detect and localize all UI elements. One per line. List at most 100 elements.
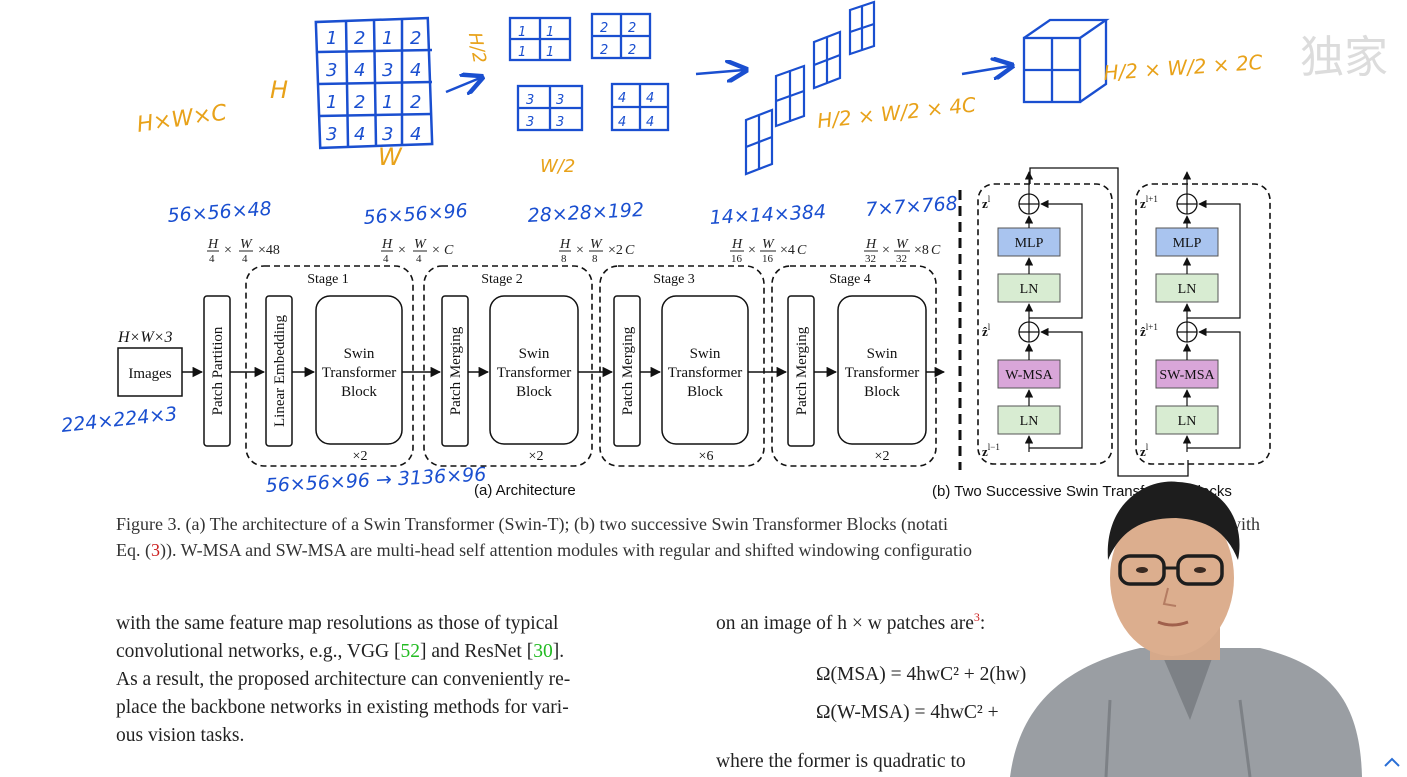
svg-text:×4: ×4 xyxy=(780,243,795,258)
grid-number: 3 xyxy=(326,60,337,81)
svg-text:32: 32 xyxy=(896,253,907,265)
svg-text:×: × xyxy=(882,243,890,258)
block-left-z-bot-label: zl−1 xyxy=(982,442,1000,459)
block-right-ln-box-lower xyxy=(1155,405,1219,435)
grid-number: 1 xyxy=(326,28,337,49)
svg-text:C: C xyxy=(625,243,635,258)
block-right-z-top-label: zl+1 xyxy=(1140,194,1158,211)
scroll-up-icon[interactable] xyxy=(1380,750,1402,772)
block-right-msa-box xyxy=(1155,359,1219,389)
svg-text:H: H xyxy=(731,237,743,252)
grid-number: 4 xyxy=(354,124,365,145)
annotation-h: H xyxy=(270,76,288,104)
equation-msa: Ω(MSA) = 4hwC² + 2(hw) xyxy=(816,664,1026,685)
block-right-mlp-box-label: MLP xyxy=(1173,236,1202,251)
equation-wmsa: Ω(W-MSA) = 4hwC² + xyxy=(816,702,999,723)
svg-text:C: C xyxy=(444,243,454,258)
left-column-text: with the same feature map resolutions as… xyxy=(116,613,570,746)
svg-text:Patch Merging: Patch Merging xyxy=(620,326,636,415)
dims-stage0: 56×56×48 xyxy=(167,198,273,227)
grid-number: 2 xyxy=(354,28,365,49)
svg-text:2: 2 xyxy=(628,21,636,36)
block-right-z-mid-label: ẑl+1 xyxy=(1140,322,1158,339)
svg-text:Swin: Swin xyxy=(690,346,721,362)
svg-text:8: 8 xyxy=(592,253,598,265)
block-left-z-mid-label: ẑl xyxy=(982,322,991,339)
stage1-repeat: ×2 xyxy=(353,449,368,464)
svg-text:Transformer: Transformer xyxy=(668,365,742,381)
presenter-video xyxy=(1010,481,1362,777)
linear-embedding-label: Linear Embedding xyxy=(272,314,288,427)
svg-text:Block: Block xyxy=(687,384,723,400)
block-left-mlp-box-label: MLP xyxy=(1015,236,1044,251)
svg-text:W: W xyxy=(762,237,775,252)
svg-text:×2: ×2 xyxy=(608,243,623,258)
watermark-logo: 独家 xyxy=(1300,32,1388,83)
svg-text:H: H xyxy=(207,237,219,252)
svg-text:1: 1 xyxy=(546,25,554,40)
block-right-frame xyxy=(1135,183,1271,465)
grid-number: 3 xyxy=(382,124,393,145)
annotation-hwc: H×W×C xyxy=(135,100,229,137)
svg-text:×48: ×48 xyxy=(258,243,280,258)
block-left-ln-box-upper xyxy=(997,273,1061,303)
svg-text:with the same feature map reso: with the same feature map resolutions as… xyxy=(116,613,559,634)
caption-line1: Figure 3. (a) The architecture of a Swin… xyxy=(116,514,948,535)
input-dims-label: H×W×3 xyxy=(117,329,172,346)
svg-text:4: 4 xyxy=(416,253,422,265)
stacked-patches xyxy=(744,0,876,176)
svg-text:convolutional networks, e.g.,: convolutional networks, e.g., VGG [52] a… xyxy=(116,641,564,662)
svg-text:16: 16 xyxy=(762,253,774,265)
svg-text:4: 4 xyxy=(618,91,626,106)
grid-number: 4 xyxy=(410,124,421,145)
dims-stage1: 56×56×96 xyxy=(363,200,469,229)
svg-text:×8: ×8 xyxy=(914,243,929,258)
svg-text:1: 1 xyxy=(518,25,526,40)
svg-text:W: W xyxy=(414,237,427,252)
stage3-label: Stage 3 xyxy=(653,272,695,287)
svg-text:4: 4 xyxy=(618,115,626,130)
block-right-mlp-box xyxy=(1155,227,1219,257)
svg-text:2: 2 xyxy=(600,43,608,58)
dims-stage2: 28×28×192 xyxy=(527,199,644,227)
stage1-label: Stage 1 xyxy=(307,272,349,287)
svg-text:Block: Block xyxy=(341,384,377,400)
stage2-frame xyxy=(423,265,593,467)
svg-text:×: × xyxy=(432,243,440,258)
grid-number: 2 xyxy=(410,92,421,113)
svg-text:on an image of h × w patches a: on an image of h × w patches are3: xyxy=(716,610,985,634)
svg-text:Patch Merging: Patch Merging xyxy=(794,326,810,415)
block-left-msa-box-label: W-MSA xyxy=(1005,368,1053,383)
swin-blocks-diagram: MLPLNW-MSALNzlẑlzl−1MLPLNSW-MSALNzl+1ẑl+… xyxy=(977,171,1271,465)
svg-text:Block: Block xyxy=(516,384,552,400)
grid-number: 2 xyxy=(354,92,365,113)
svg-text:Swin: Swin xyxy=(519,346,550,362)
svg-text:×: × xyxy=(398,243,406,258)
stage2-label: Stage 2 xyxy=(481,272,523,287)
annotation-w: W xyxy=(378,143,403,171)
ref-eq3: 3 xyxy=(151,540,160,560)
svg-text:3: 3 xyxy=(526,93,534,108)
stage3-repeat: ×6 xyxy=(699,449,714,464)
small-grids xyxy=(508,12,670,132)
block-right-msa-box-label: SW-MSA xyxy=(1159,368,1215,383)
svg-text:3: 3 xyxy=(556,93,564,108)
svg-text:W: W xyxy=(240,237,253,252)
grid-number: 3 xyxy=(326,124,337,145)
block-left-msa-box xyxy=(997,359,1061,389)
stage2-repeat: ×2 xyxy=(529,449,544,464)
svg-text:×: × xyxy=(224,243,232,258)
ref-30: 30 xyxy=(533,641,553,662)
svg-text:8: 8 xyxy=(561,253,567,265)
svg-text:Eq. (3)). W-MSA and SW-MSA are: Eq. (3)). W-MSA and SW-MSA are multi-hea… xyxy=(116,540,972,561)
flatten-note: 56×56×96 → 3136×96 xyxy=(265,463,487,497)
svg-text:Transformer: Transformer xyxy=(845,365,919,381)
stage3-frame xyxy=(599,265,765,467)
grid-number: 3 xyxy=(382,60,393,81)
dims-stage4: 7×7×768 xyxy=(865,193,959,221)
patch-grid-4x4 xyxy=(314,16,434,150)
svg-text:2: 2 xyxy=(600,21,608,36)
